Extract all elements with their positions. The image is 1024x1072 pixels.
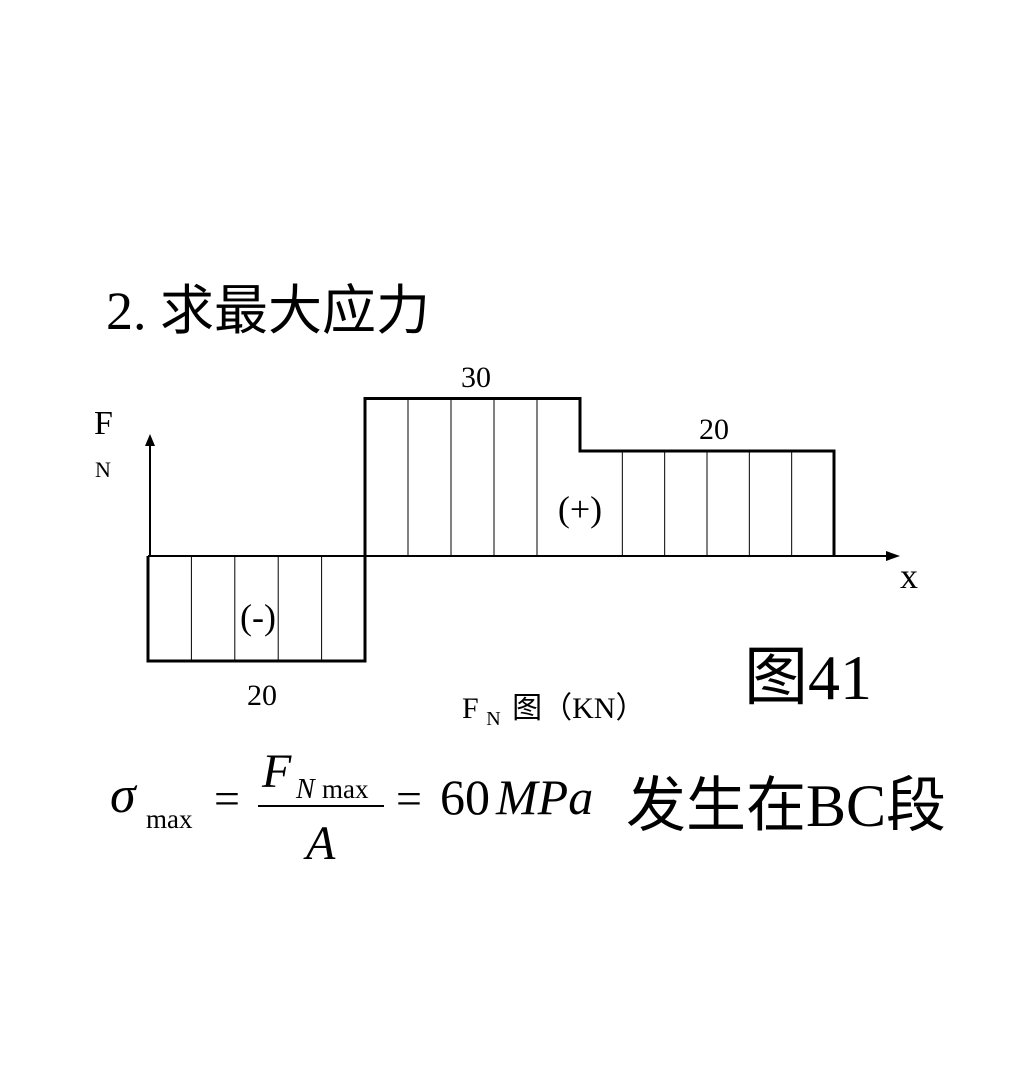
stress-unit: MPa [496,769,594,825]
fraction-denominator: A [306,817,336,870]
hatch-lines [190,398,793,661]
caption-main: F [462,692,479,725]
y-axis-arrow-icon [145,434,155,446]
negative-sign-label: (-) [240,597,276,637]
force-step-outline [146,397,836,663]
fraction-numerator: F [262,745,292,798]
numerator-subscript-n: N [296,774,315,805]
conclusion-text: 发生在BC段 [626,773,947,839]
sigma-subscript: max [146,804,193,834]
segment-cd-value-label: 20 [699,413,729,446]
fraction-bar [258,805,384,807]
equals-sign: = [214,773,240,824]
diagram-outline [146,397,836,663]
figure-number: 图41 [744,642,872,713]
y-axis-label: F [94,405,113,442]
numerator-subscript-max: max [322,774,369,804]
segment-bc-value-label: 30 [461,361,491,394]
equals-sign-2: = [396,773,422,824]
caption-subscript: N [486,708,500,730]
x-axis-arrow-icon [886,551,900,561]
positive-sign-label: (+) [558,489,602,529]
x-axis-label: x [900,556,918,596]
axial-force-diagram: F N x 30 20 20 (+) (-) F N 图（KN） [94,361,918,732]
y-axis-label-subscript: N [95,457,111,482]
sigma-symbol: σ [110,767,136,824]
segment-ab-value-label: 20 [247,679,277,712]
stress-value: 60 [440,769,490,825]
section-heading: 2. 求最大应力 [106,281,430,341]
caption-rest: 图（KN） [512,692,645,725]
diagram-caption: F N 图（KN） [462,692,645,732]
